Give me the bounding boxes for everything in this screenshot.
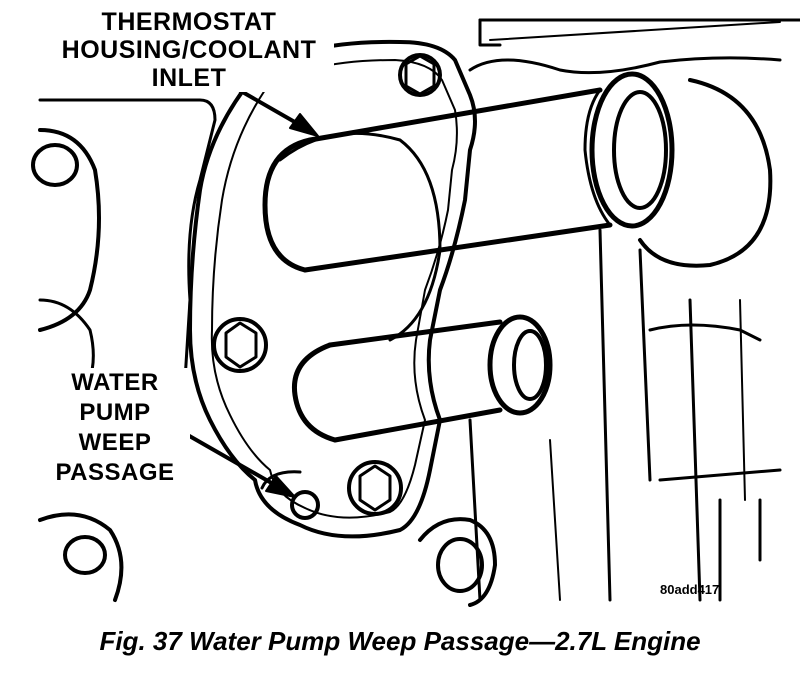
thermostat-label-line-2: HOUSING/COOLANT <box>61 36 317 64</box>
weep-passage-label: WATER PUMP WEEP PASSAGE <box>40 368 190 488</box>
weep-label-line-2: PUMP <box>79 399 151 426</box>
figure-caption: Fig. 37 Water Pump Weep Passage—2.7L Eng… <box>99 626 701 656</box>
weep-label-line-3: WEEP <box>78 429 152 456</box>
figure-id: 80add417 <box>660 582 720 597</box>
lower-bolt <box>347 460 403 516</box>
right-engine-block <box>468 18 800 602</box>
weep-label-line-4: PASSAGE <box>55 459 175 486</box>
coolant-inlet-pipe <box>262 71 675 273</box>
weep-passage-hole <box>260 470 320 520</box>
upper-bolt <box>398 53 442 97</box>
lower-center-boss <box>418 517 497 607</box>
thermostat-label-line-3: INLET <box>151 64 227 92</box>
weep-label-line-1: WATER <box>71 369 159 396</box>
left-engine-block <box>31 98 217 402</box>
middle-bolt <box>212 317 268 373</box>
thermostat-label-line-1: THERMOSTAT <box>101 8 277 36</box>
thermostat-housing-label: THERMOSTAT HOUSING/COOLANT INLET <box>44 8 334 92</box>
small-pipe <box>291 314 553 443</box>
lower-left-boss <box>38 512 124 602</box>
